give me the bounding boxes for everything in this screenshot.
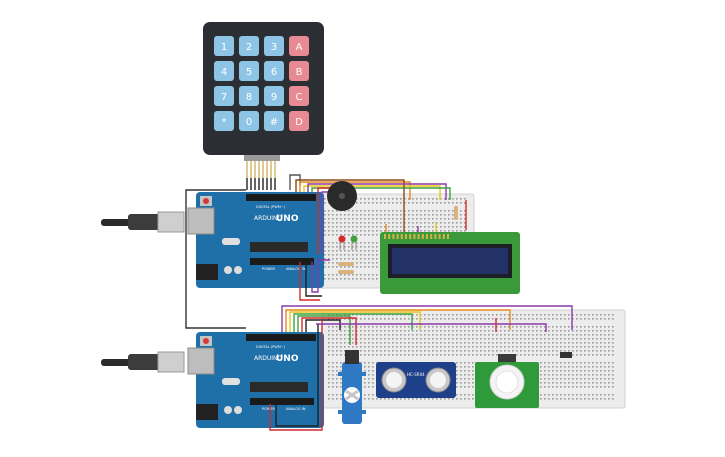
keypad-key-label: B (296, 67, 303, 78)
ultrasonic-label: HC-SR04 (407, 372, 425, 377)
arduino-top-analog-label: ANALOG IN (286, 267, 306, 271)
capacitor-icon (224, 266, 232, 274)
pir-dome-inner (495, 370, 519, 394)
arduino-top-model: UNO (276, 214, 299, 224)
keypad-key-1[interactable]: 1 (214, 36, 234, 56)
resistor-icon (338, 270, 354, 274)
servo-ears (338, 372, 366, 376)
arduino-bottom-usb-port (187, 347, 215, 375)
arduino-top-digital-header (246, 194, 316, 201)
resistors (338, 206, 458, 274)
arduino-top-power-label: POWER (262, 267, 276, 271)
keypad-key-label: 0 (246, 117, 252, 128)
arduino-uno-bottom[interactable]: ARDUINO UNO DIGITAL (PWM~) POWER ANALOG … (187, 332, 324, 428)
arduino-bottom-power-jack (196, 404, 218, 420)
arduino-top-power-jack (196, 264, 218, 280)
keypad-key-label: A (296, 42, 303, 53)
arduino-bottom-model: UNO (276, 354, 299, 364)
arduino-bottom-analog-label: ANALOG IN (286, 407, 306, 411)
crystal-icon (222, 238, 240, 245)
keypad-key-4[interactable]: 4 (214, 61, 234, 81)
arduino-bottom-logo: ARDUINO (254, 355, 283, 362)
keypad-pins (246, 161, 276, 178)
keypad-key-B[interactable]: B (289, 61, 309, 81)
keypad-key-label: 4 (221, 67, 227, 78)
arduino-top-logo: ARDUINO (254, 215, 283, 222)
keypad-key-label: 7 (221, 92, 227, 103)
keypad-key-6[interactable]: 6 (264, 61, 284, 81)
buzzer-hole (339, 193, 345, 199)
arduino-bottom-power-label: POWER (262, 407, 276, 411)
keypad-4x4[interactable]: 1 2 3 A 4 5 6 B 7 8 9 C * 0 # D (203, 22, 324, 178)
servo-arm (345, 389, 359, 401)
keypad-key-9[interactable]: 9 (264, 86, 284, 106)
keypad-key-label: 6 (271, 67, 277, 78)
keypad-key-label: C (296, 92, 303, 103)
keypad-key-label: * (222, 117, 227, 128)
keypad-key-label: # (270, 117, 278, 128)
keypad-key-label: 2 (246, 42, 252, 53)
pushbutton-icon[interactable] (560, 352, 572, 358)
keypad-key-label: 5 (246, 67, 252, 78)
arduino-top-usb-port (187, 207, 215, 235)
arduino-top-chip (250, 242, 308, 252)
keypad-key-label: 3 (271, 42, 277, 53)
keypad-key-label: 8 (246, 92, 252, 103)
keypad-key-*[interactable]: * (214, 111, 234, 131)
servo-connector (345, 350, 359, 364)
keypad-ribbon (244, 155, 280, 161)
pir-connector (498, 354, 516, 362)
lcd-screen (392, 248, 508, 274)
keypad-key-A[interactable]: A (289, 36, 309, 56)
keypad-key-5[interactable]: 5 (239, 61, 259, 81)
ultrasonic-mesh (386, 372, 402, 388)
capacitor-icon (234, 266, 242, 274)
usb-cable-bottom (101, 351, 185, 373)
servo-ears (338, 410, 366, 414)
capacitor-icon (234, 406, 242, 414)
keypad-keys: 1 2 3 A 4 5 6 B 7 8 9 C * 0 # D (214, 36, 309, 131)
lcd-16x2[interactable] (380, 232, 520, 294)
keypad-key-0[interactable]: 0 (239, 111, 259, 131)
capacitor-icon (224, 406, 232, 414)
usb-cable-top (101, 211, 185, 233)
lcd-pins (384, 234, 449, 239)
keypad-key-2[interactable]: 2 (239, 36, 259, 56)
keypad-key-7[interactable]: 7 (214, 86, 234, 106)
led-red[interactable] (338, 235, 346, 251)
servo-motor[interactable] (338, 350, 366, 424)
reset-button-cap (203, 198, 209, 204)
crystal-icon (222, 378, 240, 385)
keypad-key-label: 9 (271, 92, 277, 103)
arduino-uno-top[interactable]: ARDUINO UNO DIGITAL (PWM~) POWER ANALOG … (187, 192, 324, 288)
arduino-top-digital-label: DIGITAL (PWM~) (256, 205, 286, 209)
keypad-key-C[interactable]: C (289, 86, 309, 106)
ultrasonic-mesh (430, 372, 446, 388)
piezo-buzzer[interactable] (327, 181, 357, 211)
keypad-key-D[interactable]: D (289, 111, 309, 131)
keypad-key-label: D (295, 117, 303, 128)
keypad-key-3[interactable]: 3 (264, 36, 284, 56)
arduino-bottom-digital-header (246, 334, 316, 341)
arduino-bottom-analog-header (250, 398, 314, 405)
resistor-icon (338, 262, 354, 266)
arduino-top-analog-header (250, 258, 314, 265)
keypad-key-label: 1 (221, 42, 227, 53)
resistor-icon (454, 206, 458, 220)
keypad-key-#[interactable]: # (264, 111, 284, 131)
ultrasonic-sensor[interactable]: HC-SR04 (376, 362, 456, 398)
reset-button-cap (203, 338, 209, 344)
arduino-bottom-digital-label: DIGITAL (PWM~) (256, 345, 286, 349)
pir-sensor[interactable] (475, 354, 539, 408)
led-green[interactable] (350, 235, 358, 251)
keypad-key-8[interactable]: 8 (239, 86, 259, 106)
arduino-bottom-chip (250, 382, 308, 392)
